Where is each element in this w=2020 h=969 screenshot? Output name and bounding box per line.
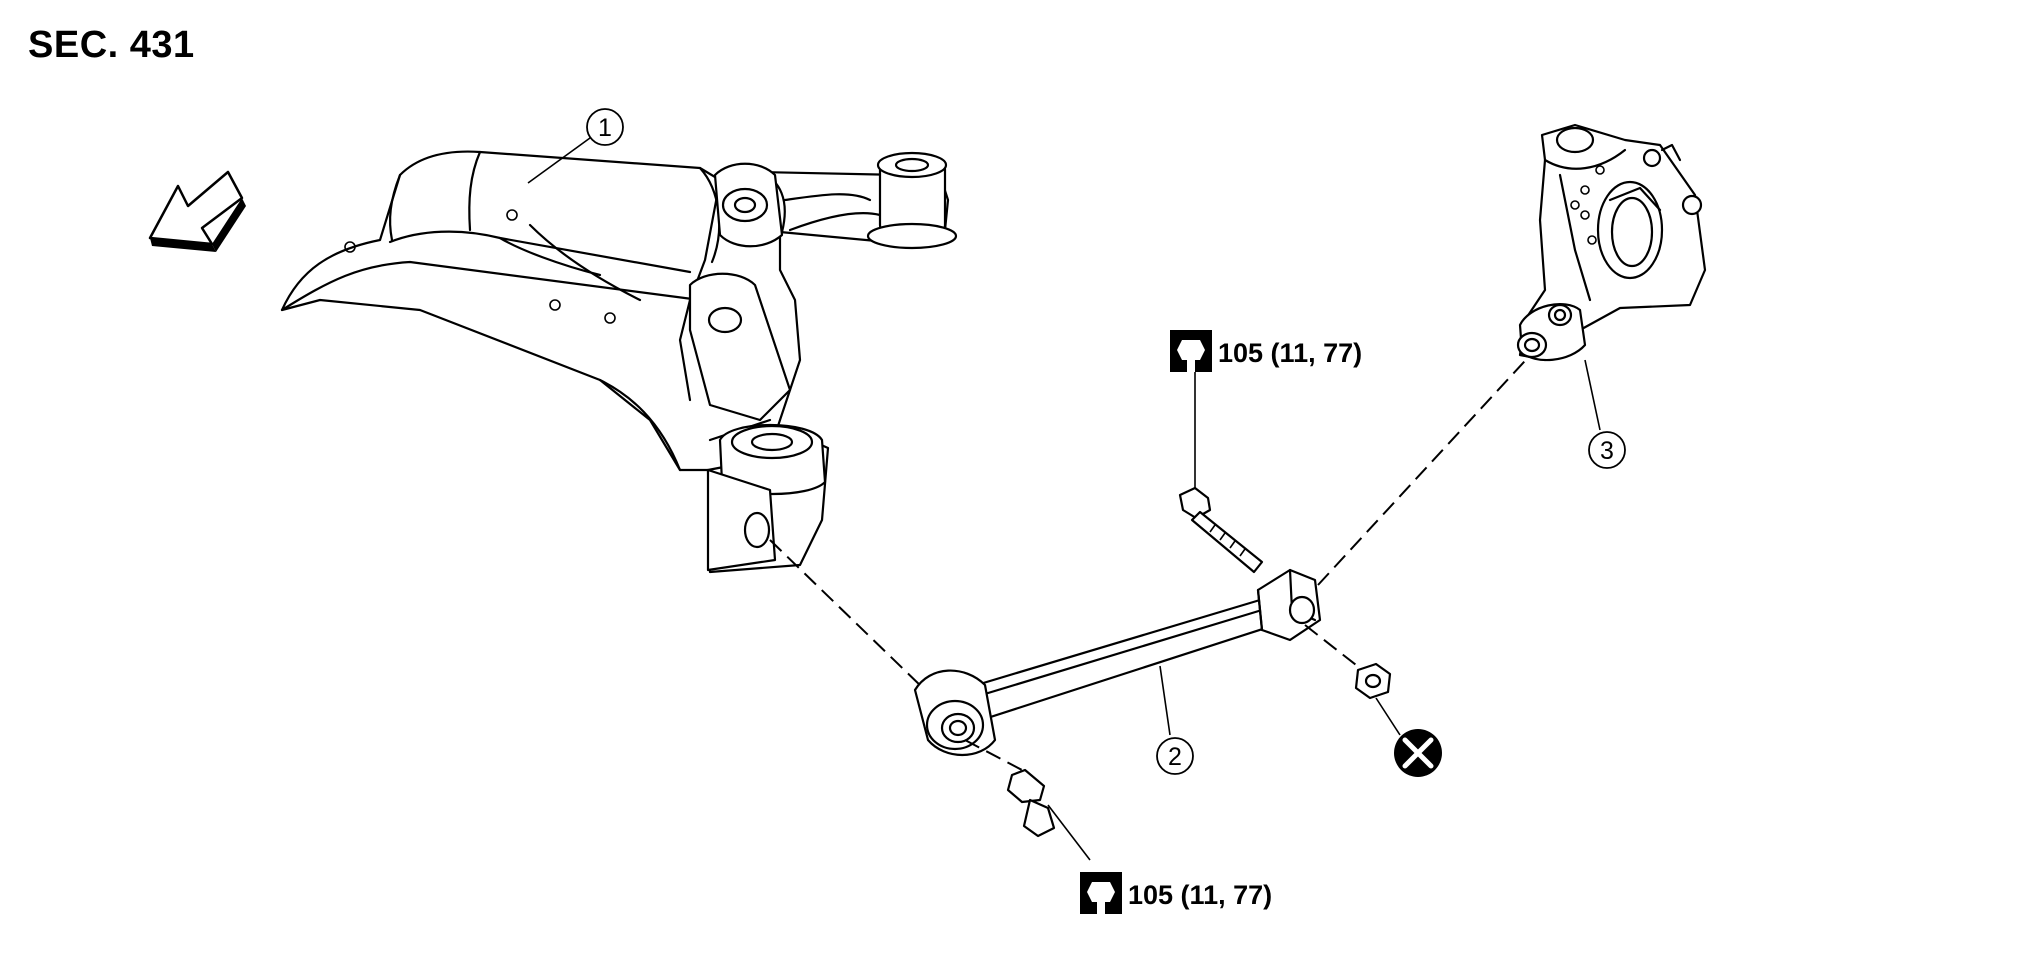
callout-1: 1 — [527, 108, 624, 184]
callout-3: 3 — [1584, 359, 1626, 469]
assembly-line-2 — [1317, 349, 1536, 586]
assembly-line-4 — [964, 739, 1023, 771]
assembly-line-1 — [769, 539, 926, 691]
lateral-link — [913, 568, 1322, 757]
callout-number-1: 1 — [598, 114, 612, 142]
assembly-line-3 — [1304, 624, 1366, 673]
callout-number-2: 2 — [1168, 743, 1182, 771]
front-direction-arrow-icon — [148, 170, 246, 252]
callout-number-3: 3 — [1600, 437, 1614, 465]
lower-bolt — [1006, 768, 1091, 861]
torque-value-lower: 105 (11, 77) — [1128, 880, 1272, 910]
non-reusable-part-icon — [1394, 729, 1442, 777]
upper-bolt — [1178, 370, 1264, 574]
section-title: SEC. 431 — [28, 24, 195, 66]
torque-value-upper: 105 (11, 77) — [1218, 338, 1362, 368]
torque-spec-upper: 105 (11, 77) — [1170, 330, 1362, 372]
callout-2: 2 — [1156, 665, 1194, 775]
torque-wrench-icon — [1170, 330, 1212, 372]
rear-axle-knuckle — [1516, 123, 1707, 362]
torque-spec-lower: 105 (11, 77) — [1080, 872, 1272, 914]
lock-nut — [1354, 662, 1401, 736]
rear-suspension-member — [280, 150, 958, 574]
torque-wrench-icon — [1080, 872, 1122, 914]
